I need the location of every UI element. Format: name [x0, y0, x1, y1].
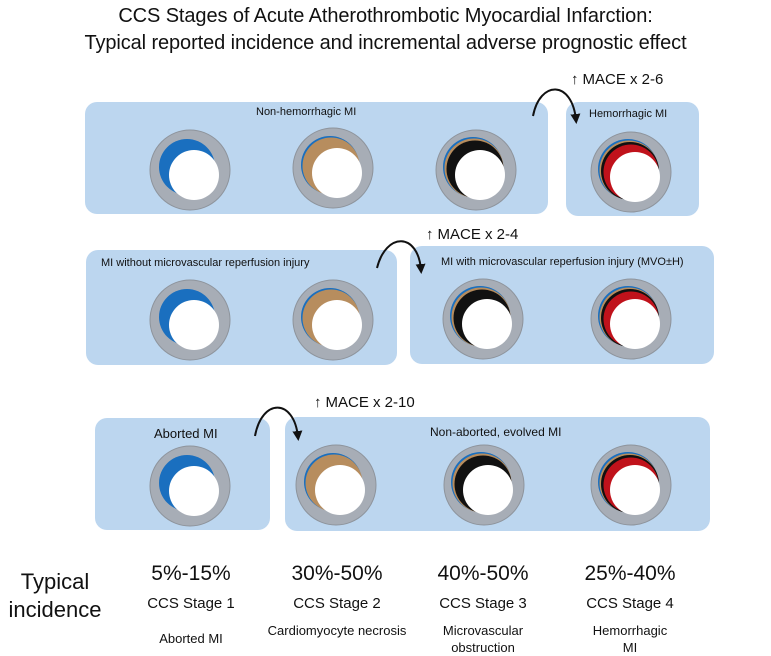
arrow-up-icon: ↑: [314, 394, 322, 411]
mace-row-1: ↑MACE x 2-6: [571, 71, 663, 88]
label-mi-with-mvri: MI with microvascular reperfusion injury…: [441, 256, 684, 268]
title-line-2: Typical reported incidence and increment…: [84, 32, 687, 54]
stage-4-description: Hemorrhagic MI: [592, 623, 668, 655]
mace-row-2-label: MACE x 2-4: [437, 226, 519, 243]
arrow-up-icon: ↑: [426, 226, 434, 243]
typical-incidence-label: Typical incidence: [8, 569, 102, 622]
vessel-stage-4-icon: [590, 444, 672, 526]
vessel-stage-1-icon: [149, 445, 231, 527]
vessel-stage-3-icon: [442, 278, 524, 360]
stage-2-name: CCS Stage 2: [293, 595, 381, 612]
mace-row-3-label: MACE x 2-10: [325, 394, 415, 411]
vessel-cross-sections: [149, 127, 672, 527]
mace-row-3: ↑MACE x 2-10: [314, 394, 415, 411]
stage-4-name: CCS Stage 4: [586, 595, 674, 612]
vessel-stage-2-icon: [295, 444, 377, 526]
vessel-stage-2-icon: [292, 279, 374, 361]
stage-3-description: Microvascular obstruction: [442, 623, 524, 655]
vessel-stage-4-icon: [590, 278, 672, 360]
curved-arrow-row-2: [376, 240, 426, 274]
label-mi-without-mvri: MI without microvascular reperfusion inj…: [101, 257, 310, 269]
label-hemorrhagic-mi: Hemorrhagic MI: [589, 108, 668, 120]
vessel-stage-3-icon: [435, 129, 517, 211]
vessel-stage-1-icon: [149, 279, 231, 361]
stage-1-incidence: 5%-15%: [151, 562, 231, 585]
stage-4-incidence: 25%-40%: [584, 562, 676, 585]
stage-3-name: CCS Stage 3: [439, 595, 527, 612]
vessel-stage-3-icon: [443, 444, 525, 526]
vessel-stage-4-icon: [590, 131, 672, 213]
stage-1-description: Aborted MI: [159, 631, 223, 646]
stage-2-incidence: 30%-50%: [291, 562, 383, 585]
curved-arrow-row-3: [254, 406, 303, 441]
mace-row-1-label: MACE x 2-6: [582, 71, 664, 88]
stage-2-description: Cardiomyocyte necrosis: [267, 623, 407, 638]
title-line-1: CCS Stages of Acute Atherothrombotic Myo…: [118, 5, 653, 27]
arrow-up-icon: ↑: [571, 71, 579, 88]
vessel-stage-1-icon: [149, 129, 231, 211]
label-aborted-mi: Aborted MI: [154, 426, 218, 441]
stage-1-name: CCS Stage 1: [147, 595, 235, 612]
vessel-stage-2-icon: [292, 127, 374, 209]
label-non-hemorrhagic-mi: Non-hemorrhagic MI: [256, 106, 357, 118]
mace-row-2: ↑MACE x 2-4: [426, 226, 518, 243]
label-non-aborted-mi: Non-aborted, evolved MI: [430, 425, 562, 439]
curved-arrow-row-1: [532, 88, 581, 124]
stage-3-incidence: 40%-50%: [437, 562, 529, 585]
